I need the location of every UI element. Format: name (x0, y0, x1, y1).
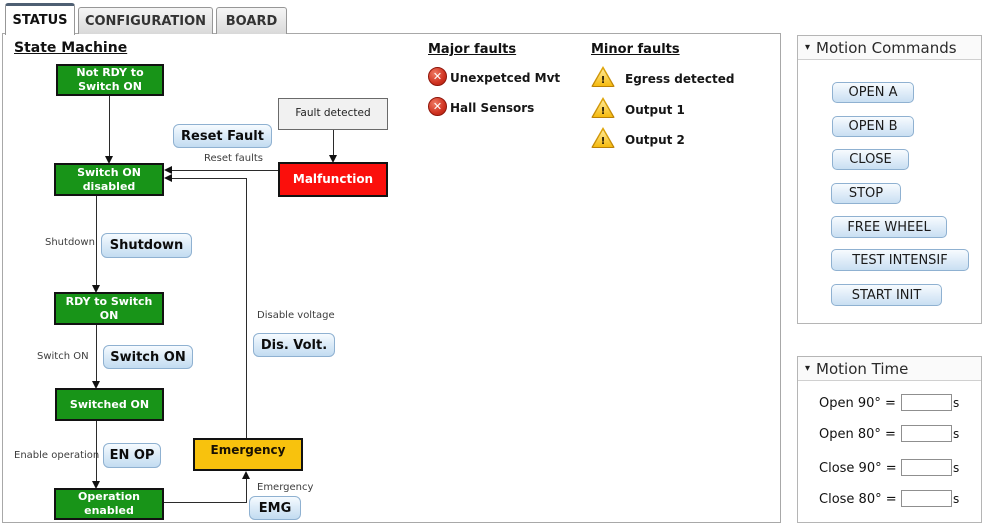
enable-operation-button[interactable]: EN OP (103, 443, 161, 468)
warning-icon: ! (591, 97, 615, 118)
close-80-input[interactable] (901, 490, 952, 507)
edge-label-disable-voltage: Disable voltage (257, 310, 335, 321)
tab-bar: STATUS CONFIGURATION BOARD (5, 3, 287, 35)
switch-on-button[interactable]: Switch ON (103, 345, 193, 369)
emergency-button[interactable]: EMG (249, 496, 301, 520)
connector-line (164, 502, 247, 503)
arrowhead-down-icon (92, 285, 100, 293)
edge-label-reset-faults: Reset faults (204, 153, 264, 164)
error-icon: ✕ (428, 97, 447, 116)
error-icon: ✕ (428, 67, 447, 86)
reset-fault-button[interactable]: Reset Fault (173, 124, 272, 148)
close-90-input[interactable] (901, 459, 952, 476)
close-80-label: Close 80° = (819, 492, 897, 507)
connector-line (246, 478, 247, 502)
edge-label-switch-on: Switch ON (37, 351, 89, 362)
minor-fault-item: Output 1 (625, 103, 685, 117)
warning-icon: ! (591, 66, 615, 87)
connector-line (109, 96, 110, 156)
arrowhead-down-icon (92, 381, 100, 389)
tab-board[interactable]: BOARD (216, 7, 287, 34)
arrowhead-down-icon (92, 481, 100, 489)
arrowhead-up-icon (242, 471, 250, 479)
state-malfunction: Malfunction (278, 162, 388, 197)
major-faults-heading: Major faults (428, 42, 517, 57)
motion-time-title: Motion Time (816, 359, 909, 378)
motion-time-row: Close 80° = s (798, 490, 981, 510)
motion-time-panel: ▾ Motion Time Open 90° = s Open 80° = s … (797, 356, 982, 523)
open-80-input[interactable] (901, 425, 952, 442)
error-icon-glyph: ✕ (432, 100, 443, 113)
edge-label-emergency: Emergency (257, 482, 314, 493)
open-a-button[interactable]: OPEN A (832, 82, 914, 103)
warning-icon: ! (591, 127, 615, 148)
close-80-unit: s (953, 492, 960, 506)
state-switched-on: Switched ON (55, 388, 164, 421)
close-90-label: Close 90° = (819, 461, 897, 476)
connector-line (171, 170, 278, 171)
state-machine-heading: State Machine (14, 40, 128, 56)
open-90-input[interactable] (901, 394, 952, 411)
connector-line (96, 325, 97, 381)
status-tab-content: State Machine Not RDY to Switch ON Switc… (2, 33, 781, 523)
connector-line (246, 178, 247, 438)
state-operation-enabled: Operation enabled (54, 488, 164, 520)
close-90-unit: s (953, 461, 960, 475)
motion-time-row: Open 80° = s (798, 425, 981, 445)
free-wheel-button[interactable]: FREE WHEEL (831, 216, 947, 238)
shutdown-button[interactable]: Shutdown (101, 233, 192, 258)
disable-voltage-button[interactable]: Dis. Volt. (253, 333, 335, 357)
state-switch-on-disabled: Switch ON disabled (54, 163, 164, 196)
warning-icon-glyph: ! (600, 75, 606, 86)
close-button[interactable]: CLOSE (832, 149, 909, 170)
arrowhead-left-icon (164, 174, 172, 182)
state-emergency: Emergency (193, 438, 303, 471)
warning-icon-glyph: ! (600, 106, 606, 117)
state-not-ready-to-switch-on: Not RDY to Switch ON (56, 64, 164, 96)
open-90-label: Open 90° = (819, 396, 896, 411)
fault-detected-box: Fault detected (278, 98, 388, 130)
start-init-button[interactable]: START INIT (831, 284, 942, 306)
motion-commands-panel: ▾ Motion Commands OPEN A OPEN B CLOSE ST… (797, 35, 982, 324)
warning-icon-glyph: ! (600, 136, 606, 147)
motion-time-row: Close 90° = s (798, 459, 981, 479)
open-80-label: Open 80° = (819, 427, 896, 442)
stop-button[interactable]: STOP (831, 183, 901, 204)
connector-line (333, 130, 334, 155)
major-fault-item: Hall Sensors (450, 101, 535, 115)
motion-commands-title: Motion Commands (816, 38, 957, 57)
motion-commands-header[interactable]: ▾ Motion Commands (798, 36, 981, 60)
tab-status[interactable]: STATUS (5, 3, 75, 35)
test-intensif-button[interactable]: TEST INTENSIF (831, 249, 969, 271)
open-80-unit: s (953, 427, 960, 441)
minor-fault-item: Egress detected (625, 72, 735, 86)
major-fault-item: Unexpetced Mvt (450, 71, 561, 85)
arrowhead-left-icon (164, 166, 172, 174)
motion-time-row: Open 90° = s (798, 394, 981, 414)
arrowhead-down-icon (105, 156, 113, 164)
edge-label-enable-operation: Enable operation (14, 450, 100, 461)
minor-faults-heading: Minor faults (591, 42, 680, 57)
open-b-button[interactable]: OPEN B (832, 116, 914, 137)
connector-line (96, 196, 97, 285)
motion-time-header[interactable]: ▾ Motion Time (798, 357, 981, 381)
collapse-icon: ▾ (805, 362, 811, 374)
connector-line (171, 178, 247, 179)
collapse-icon: ▾ (805, 41, 811, 53)
state-rdy-to-switch-on: RDY to Switch ON (54, 292, 164, 325)
error-icon-glyph: ✕ (432, 70, 443, 83)
tab-configuration[interactable]: CONFIGURATION (78, 7, 213, 34)
edge-label-shutdown: Shutdown (45, 237, 95, 248)
open-90-unit: s (953, 396, 960, 410)
arrowhead-down-icon (329, 155, 337, 163)
connector-line (96, 421, 97, 481)
minor-fault-item: Output 2 (625, 133, 685, 147)
